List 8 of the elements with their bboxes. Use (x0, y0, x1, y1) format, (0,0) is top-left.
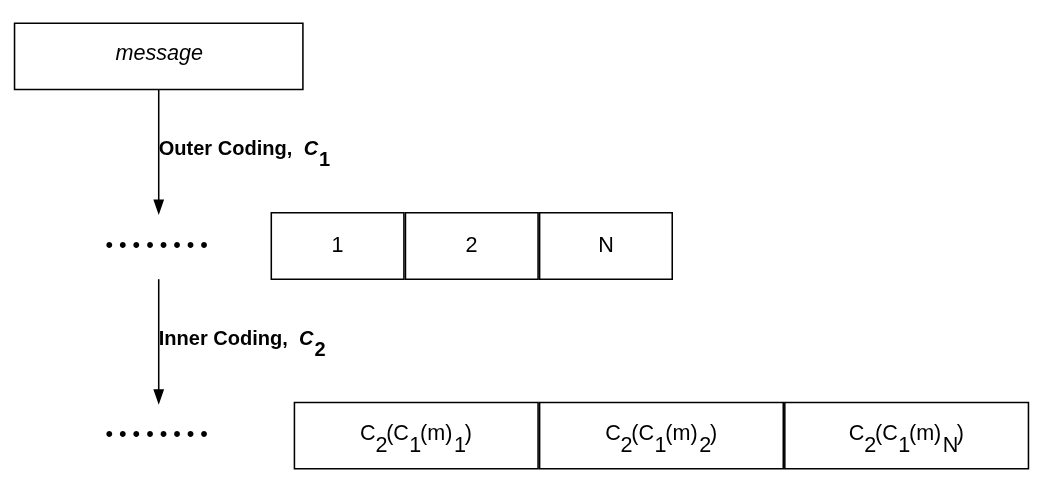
node-text: • • • • • • • • (105, 420, 208, 446)
node-box: message (13, 21, 304, 90)
arrow (153, 88, 165, 215)
node-text: • • • • • • • • (105, 231, 208, 257)
arrow (153, 277, 165, 405)
node-box: N (538, 211, 673, 280)
node-box: 2 (404, 211, 539, 280)
node-box: 1 (270, 211, 405, 280)
